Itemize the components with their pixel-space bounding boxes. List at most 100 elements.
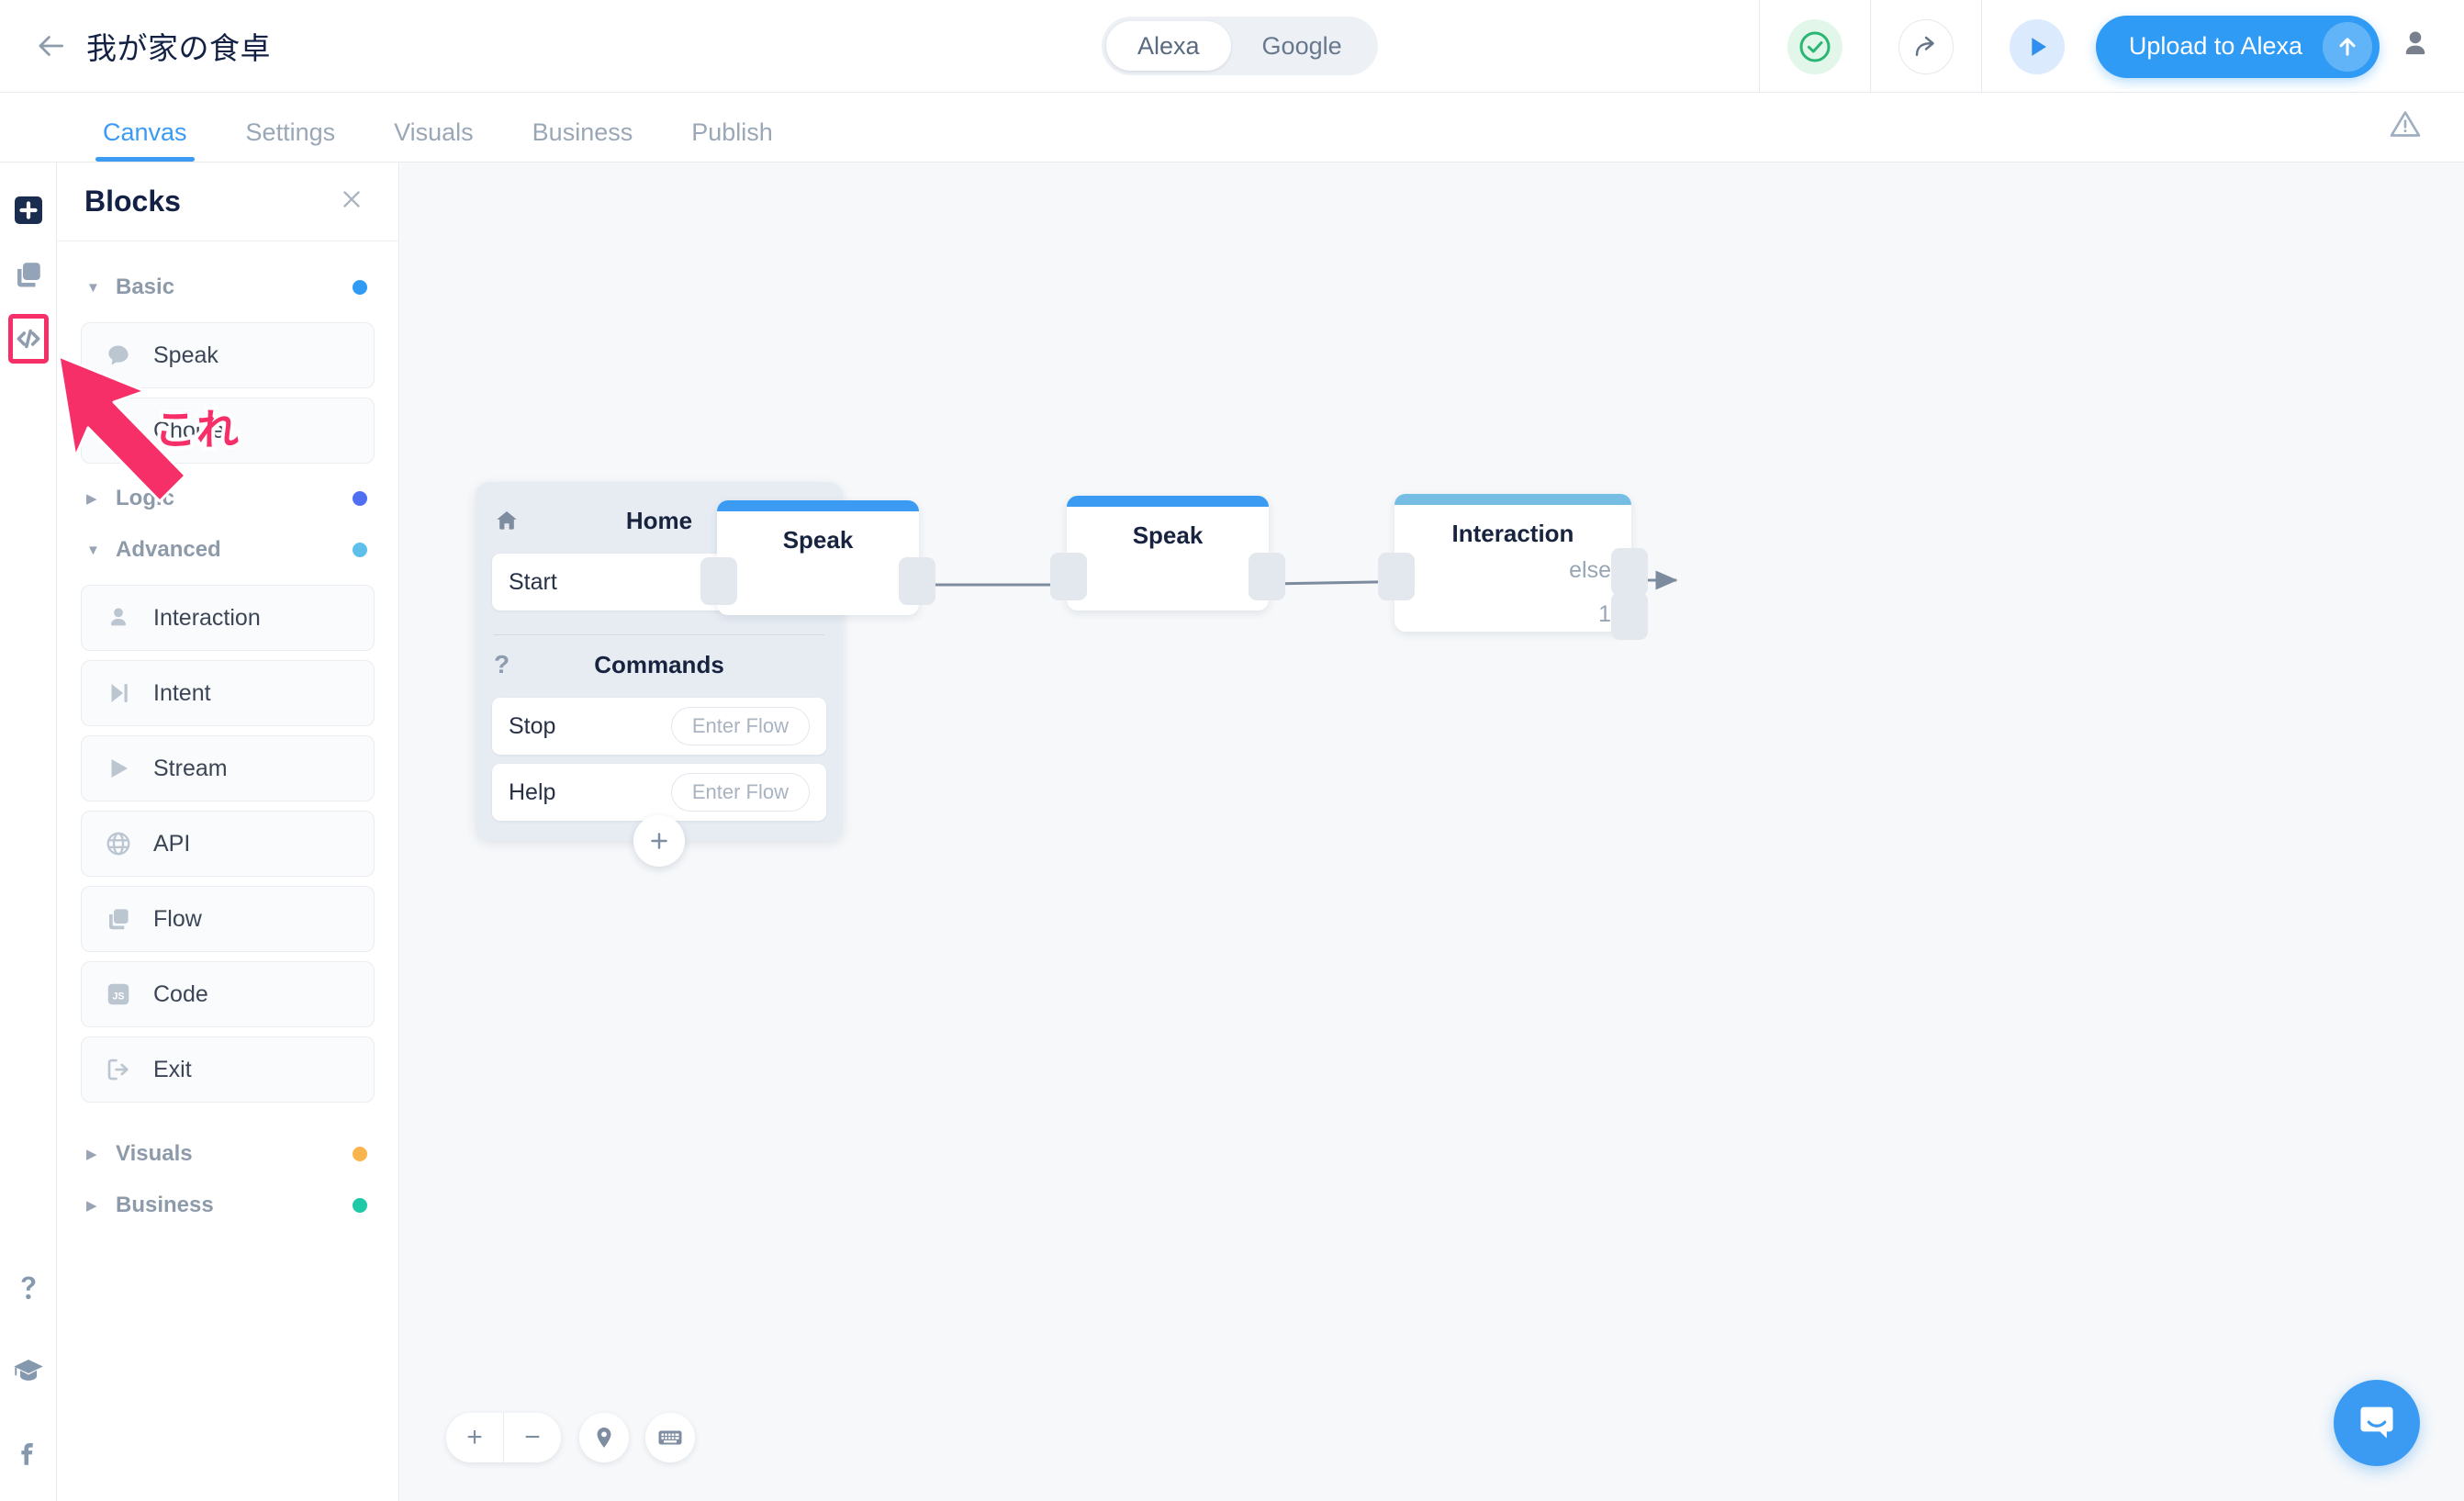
upload-button-label: Upload to Alexa <box>2128 32 2302 60</box>
share-arrow-icon[interactable] <box>1898 18 1954 74</box>
left-icon-rail <box>0 162 57 1501</box>
divider <box>1758 0 1760 93</box>
input-port[interactable] <box>1378 553 1415 600</box>
node-output-row-1[interactable]: 1 <box>1394 592 1648 640</box>
tab-publish[interactable]: Publish <box>691 118 773 146</box>
choice-branch-icon <box>98 417 139 444</box>
exit-logout-icon <box>98 1056 139 1083</box>
group-status-dot <box>353 543 367 557</box>
home-block-title: Home <box>625 506 693 534</box>
output-port[interactable] <box>1611 592 1648 640</box>
enter-flow-button[interactable]: Enter Flow <box>670 707 810 745</box>
add-block-icon[interactable] <box>8 190 49 230</box>
zoom-controls: + − <box>446 1413 561 1462</box>
block-item-stream[interactable]: Stream <box>81 735 375 801</box>
home-commands-header: ? Commands <box>492 641 826 689</box>
flow-node-speak-2[interactable]: Speak <box>1050 496 1285 610</box>
block-item-flow[interactable]: Flow <box>81 886 375 952</box>
platform-toggle[interactable]: Alexa Google <box>1102 17 1378 75</box>
group-status-dot <box>353 1198 367 1213</box>
flow-node-speak-1[interactable]: Speak <box>700 500 935 615</box>
output-port[interactable] <box>1611 548 1648 596</box>
play-triangle-icon <box>98 755 139 782</box>
rail-bottom-group <box>8 1226 49 1473</box>
help-question-icon[interactable] <box>8 1268 49 1308</box>
blocks-group-label: Visuals <box>116 1141 193 1166</box>
chat-bubble-icon <box>2360 1406 2393 1439</box>
flow-node-interaction[interactable]: Interaction else 1 <box>1378 494 1648 640</box>
upload-to-alexa-button[interactable]: Upload to Alexa <box>2095 15 2380 78</box>
group-status-dot <box>353 491 367 506</box>
close-icon[interactable] <box>338 185 365 218</box>
chevron-down-icon: ▼ <box>86 542 100 558</box>
block-item-label: API <box>153 830 191 857</box>
block-item-code[interactable]: JS Code <box>81 961 375 1027</box>
block-item-exit[interactable]: Exit <box>81 1036 375 1103</box>
canvas-toolbar: + − <box>446 1413 711 1462</box>
enter-flow-button[interactable]: Enter Flow <box>670 773 810 812</box>
back-arrow-icon[interactable] <box>29 25 72 67</box>
block-item-label: Flow <box>153 905 202 932</box>
blocks-group-label: Basic <box>116 274 175 299</box>
add-command-button[interactable] <box>633 815 685 867</box>
flow-canvas[interactable]: Home Start ? Commands Stop Enter Flow He… <box>400 162 2464 1501</box>
platform-option-google[interactable]: Google <box>1261 32 1342 60</box>
chevron-right-icon: ▶ <box>86 1146 97 1162</box>
divider <box>494 634 824 635</box>
keyboard-icon[interactable] <box>645 1413 695 1462</box>
chat-launcher-button[interactable] <box>2334 1380 2420 1466</box>
blocks-group-advanced[interactable]: ▼ Advanced <box>77 524 378 576</box>
tab-settings[interactable]: Settings <box>245 118 336 146</box>
blocks-group-visuals[interactable]: ▶ Visuals <box>77 1128 378 1180</box>
blocks-group-logic[interactable]: ▶ Logic <box>77 473 378 524</box>
block-item-api[interactable]: API <box>81 811 375 877</box>
node-output-label: else <box>1569 556 1611 583</box>
blocks-group-business[interactable]: ▶ Business <box>77 1180 378 1231</box>
block-item-label: Speak <box>153 342 218 368</box>
person-icon <box>98 604 139 632</box>
command-label: Help <box>509 779 556 805</box>
node-output-label: 1 <box>1598 600 1611 627</box>
warning-triangle-icon[interactable] <box>2387 106 2424 147</box>
block-item-interaction[interactable]: Interaction <box>81 585 375 651</box>
play-icon[interactable] <box>2009 18 2065 74</box>
home-icon <box>494 508 520 533</box>
layers-icon[interactable] <box>8 254 49 295</box>
home-command-row-stop[interactable]: Stop Enter Flow <box>492 698 826 755</box>
divider <box>503 1413 504 1462</box>
block-item-label: Code <box>153 980 208 1007</box>
tab-visuals[interactable]: Visuals <box>394 118 474 146</box>
page-title: 我が家の食卓 <box>86 31 271 65</box>
facebook-icon[interactable] <box>8 1433 49 1473</box>
home-command-row-help[interactable]: Help Enter Flow <box>492 764 826 821</box>
block-item-intent[interactable]: Intent <box>81 660 375 726</box>
block-item-label: Stream <box>153 755 228 781</box>
blocks-group-label: Business <box>116 1193 214 1217</box>
intent-skip-icon <box>98 679 139 707</box>
tab-canvas[interactable]: Canvas <box>95 118 195 162</box>
map-pin-icon[interactable] <box>579 1413 629 1462</box>
output-port[interactable] <box>1249 553 1285 600</box>
code-icon[interactable] <box>7 314 49 364</box>
input-port[interactable] <box>700 557 737 605</box>
check-circle-icon[interactable] <box>1786 18 1842 74</box>
node-output-row-else[interactable]: else <box>1394 548 1648 596</box>
output-port[interactable] <box>899 557 935 605</box>
zoom-out-button[interactable]: − <box>524 1422 541 1452</box>
platform-option-alexa[interactable]: Alexa <box>1106 21 1231 71</box>
tab-business[interactable]: Business <box>532 118 633 146</box>
blocks-group-label: Advanced <box>116 537 221 562</box>
group-status-dot <box>353 1147 367 1161</box>
divider <box>1980 0 1982 93</box>
academy-graduation-cap-icon[interactable] <box>8 1350 49 1391</box>
user-avatar-icon[interactable] <box>2398 27 2433 66</box>
block-item-speak[interactable]: Speak <box>81 322 375 388</box>
blocks-group-basic[interactable]: ▼ Basic <box>77 262 378 313</box>
block-item-choice[interactable]: Choice <box>81 398 375 464</box>
node-color-bar <box>1394 494 1631 505</box>
input-port[interactable] <box>1050 553 1087 600</box>
globe-icon <box>98 830 139 857</box>
zoom-in-button[interactable]: + <box>466 1422 483 1452</box>
chevron-down-icon: ▼ <box>86 279 100 296</box>
node-title: Speak <box>1132 521 1204 549</box>
